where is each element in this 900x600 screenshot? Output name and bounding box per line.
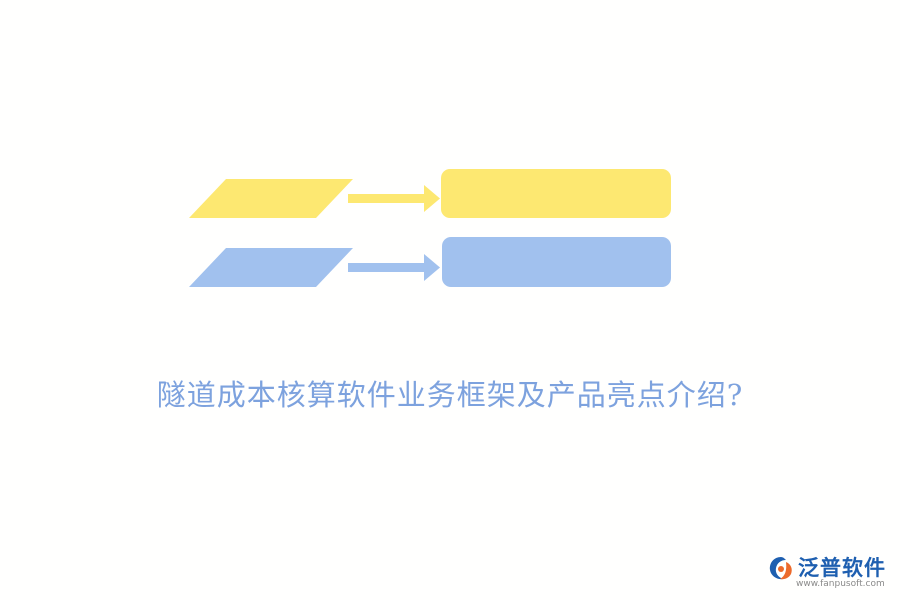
brand-url: www.fanpusoft.com: [796, 579, 885, 589]
blue-box: [442, 237, 671, 287]
page-title: 隧道成本核算软件业务框架及产品亮点介绍?: [156, 378, 744, 412]
brand-mark-icon: [769, 557, 792, 580]
yellow-arrow: [348, 185, 440, 212]
yellow-parallelogram: [189, 179, 353, 218]
brand-logo: 泛普软件 www.fanpusoft.com: [766, 552, 892, 592]
blue-arrow: [348, 254, 440, 281]
yellow-box: [441, 169, 671, 218]
blue-parallelogram: [189, 248, 353, 287]
brand-name: 泛普软件: [798, 556, 886, 580]
